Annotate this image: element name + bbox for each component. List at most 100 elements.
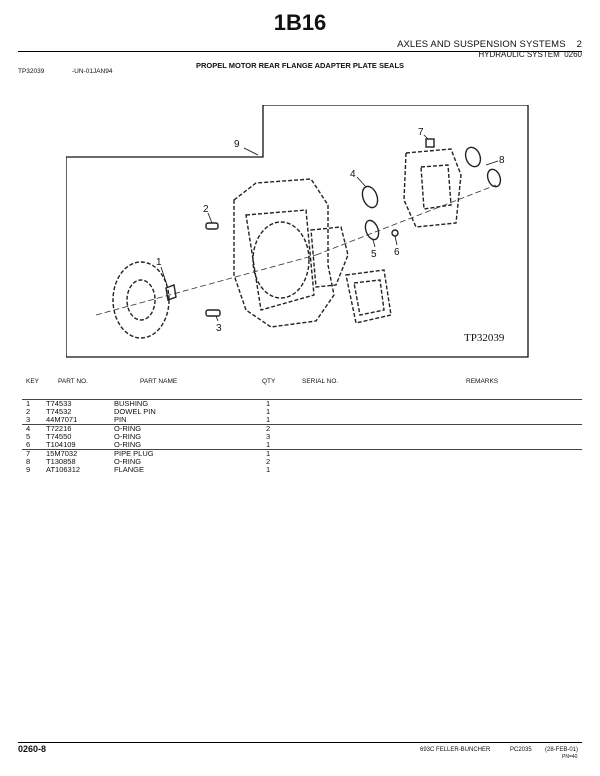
flange-port	[310, 226, 349, 288]
row-key: 9	[26, 465, 31, 474]
adapter-face	[420, 164, 452, 210]
row-qty: 1	[266, 449, 271, 458]
leader-9	[243, 147, 259, 156]
row-part: T74550	[46, 432, 72, 441]
row-part: 44M7071	[46, 415, 78, 424]
callout-2: 2	[203, 204, 209, 215]
o-ring-6	[391, 229, 399, 237]
row-qty: 3	[266, 432, 271, 441]
pin	[205, 309, 221, 317]
machine-name: 693C FELLER-BUNCHER	[420, 747, 491, 753]
row-part: T130858	[46, 457, 76, 466]
page-code: 1B16	[273, 10, 327, 35]
flange-housing	[233, 178, 335, 328]
row-part: T74532	[46, 407, 72, 416]
row-qty: 1	[266, 415, 271, 424]
row-part: AT106312	[46, 465, 81, 474]
subsection-heading: HYDRAULIC SYSTEM 0260	[478, 50, 582, 59]
row-qty: 2	[266, 424, 271, 433]
section-name: AXLES AND SUSPENSION SYSTEMS	[397, 39, 566, 50]
centerline	[95, 254, 317, 316]
rear-flange-disc	[112, 261, 170, 339]
page-title: PROPEL MOTOR REAR FLANGE ADAPTER PLATE S…	[195, 61, 405, 70]
footer-rule	[18, 742, 582, 743]
row-key: 3	[26, 415, 31, 424]
table-row: 3 44M7071 PIN 1	[22, 416, 582, 424]
callout-3: 3	[216, 323, 222, 334]
leader-7	[423, 134, 429, 140]
callout-5: 5	[371, 249, 377, 260]
col-name-header: PART NAME	[140, 378, 178, 385]
table-row: 9 AT106312 FLANGE 1	[22, 466, 582, 474]
table-row: 8 T130858 O-RING 2	[22, 458, 582, 466]
leader-5	[372, 239, 376, 248]
callout-1: 1	[156, 257, 162, 268]
callout-6: 6	[394, 247, 400, 258]
row-name: O-RING	[114, 424, 142, 433]
row-part: T74533	[46, 399, 72, 408]
row-name: PIN	[114, 415, 127, 424]
row-name: O-RING	[114, 440, 142, 449]
row-qty: 1	[266, 399, 271, 408]
row-key: 8	[26, 457, 31, 466]
row-key: 4	[26, 424, 31, 433]
row-key: 1	[26, 399, 31, 408]
row-key: 2	[26, 407, 31, 416]
o-ring-5	[364, 219, 380, 241]
table-row: 2 T74532 DOWEL PIN 1	[22, 408, 582, 416]
flange-inner	[245, 209, 315, 311]
page-number: 0260-8	[18, 744, 47, 754]
row-qty: 2	[266, 457, 271, 466]
col-serial-header: SERIAL NO.	[302, 378, 339, 385]
row-qty: 1	[266, 465, 271, 474]
illustration-frame	[66, 105, 529, 358]
figure-date: -UN-01JAN94	[72, 68, 113, 75]
leader-2	[207, 212, 213, 224]
row-part: T104109	[46, 440, 76, 449]
table-row: 5 T74550 O-RING 3	[22, 433, 582, 441]
row-name: O-RING	[114, 457, 142, 466]
leader-6	[394, 235, 398, 246]
gasket-plate	[345, 269, 392, 324]
subsection-number: 0260	[564, 50, 582, 59]
parts-table: 1 T74533 BUSHING 1 2 T74532 DOWEL PIN 1 …	[22, 399, 582, 474]
subsection-name: HYDRAULIC SYSTEM	[478, 50, 560, 59]
row-part: T72216	[46, 424, 72, 433]
callout-7: 7	[418, 127, 424, 138]
leader-3	[215, 315, 219, 322]
flange-bore	[252, 221, 310, 299]
centerline-right	[315, 184, 497, 256]
table-row: 4 T72216 O-RING 2	[22, 424, 582, 433]
row-name: FLANGE	[114, 465, 145, 474]
gasket-plate-inner	[353, 279, 385, 316]
row-name: PIPE PLUG	[114, 449, 154, 458]
section-heading: AXLES AND SUSPENSION SYSTEMS 2	[397, 39, 582, 50]
col-key-header: KEY	[26, 378, 40, 385]
table-row: 7 15M7032 PIPE PLUG 1	[22, 449, 582, 458]
row-key: 7	[26, 449, 31, 458]
figure-reference: TP32039	[18, 68, 45, 75]
row-name: BUSHING	[114, 399, 149, 408]
o-ring-8b	[486, 168, 502, 188]
leader-4	[356, 176, 367, 188]
bushing	[165, 284, 177, 301]
col-remarks-header: REMARKS	[466, 378, 499, 385]
dowel-pin	[205, 222, 219, 230]
row-name: O-RING	[114, 432, 142, 441]
rear-flange-hub	[126, 279, 156, 321]
row-name: DOWEL PIN	[114, 407, 156, 416]
adapter-block	[403, 148, 462, 228]
revision-date: (28-FEB-01)	[545, 747, 579, 753]
col-qty-header: QTY	[262, 378, 276, 385]
callout-8: 8	[499, 155, 505, 166]
leader-8	[485, 160, 499, 166]
o-ring-4	[361, 185, 379, 209]
row-key: 6	[26, 440, 31, 449]
leader-1	[160, 266, 168, 286]
figure-stamp: TP32039	[464, 332, 505, 344]
exploded-view-illustration: 9 1 2 3 4 5 6 7 8 TP32039	[66, 105, 529, 358]
row-key: 5	[26, 432, 31, 441]
row-qty: 1	[266, 407, 271, 416]
col-part-header: PART NO.	[58, 378, 88, 385]
row-qty: 1	[266, 440, 271, 449]
